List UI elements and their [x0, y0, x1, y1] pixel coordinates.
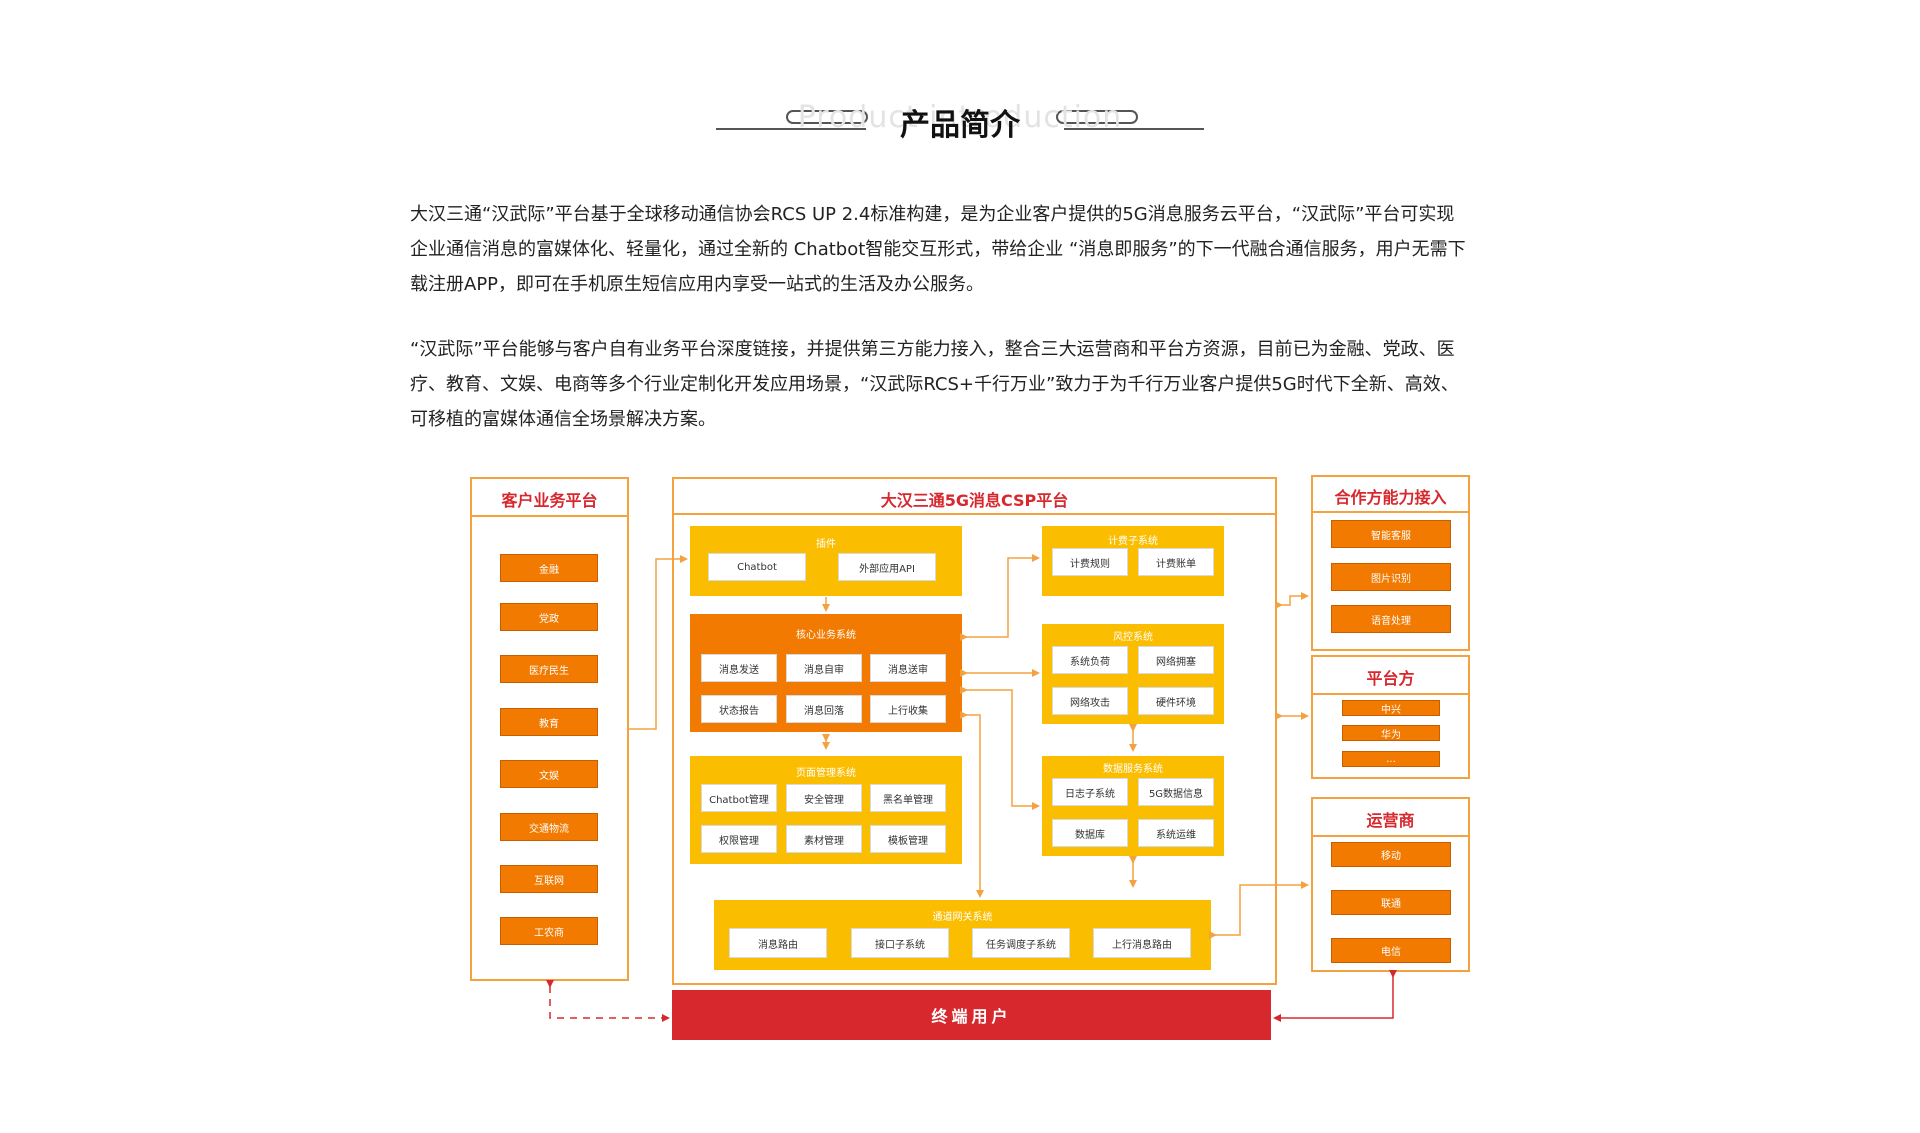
page-item-material-mgmt: 素材管理 — [786, 825, 862, 853]
title-english-watermark: Product introduction — [797, 100, 1123, 135]
core-business-title: 核心业务系统 — [796, 630, 856, 641]
core-item-self-review: 消息自审 — [786, 654, 862, 682]
panel-divider — [1313, 835, 1468, 837]
title-decor-line-right — [1064, 128, 1204, 130]
gateway-title: 通道网关系统 — [932, 912, 993, 923]
partner-item-customer-service: 智能客服 — [1331, 520, 1451, 548]
panel-divider — [1313, 511, 1468, 513]
plugin-item-external-api: 外部应用API — [838, 553, 936, 581]
plugin-title: 插件 — [816, 539, 836, 550]
customer-item-logistics: 交通物流 — [500, 813, 598, 841]
page-item-template-mgmt: 模板管理 — [870, 825, 946, 853]
customer-platform-title: 客户业务平台 — [501, 491, 598, 510]
page-item-chatbot-mgmt: Chatbot管理 — [701, 784, 777, 812]
billing-item-rules: 计费规则 — [1052, 548, 1128, 576]
data-item-ops: 系统运维 — [1138, 819, 1214, 847]
billing-box: 计费子系统 计费规则 计费账单 — [1042, 526, 1224, 596]
data-item-database: 数据库 — [1052, 819, 1128, 847]
customer-item-government: 党政 — [500, 603, 598, 631]
gateway-item-scheduler: 任务调度子系统 — [972, 928, 1070, 958]
customer-item-finance: 金融 — [500, 554, 598, 582]
customer-item-entertainment: 文娱 — [500, 760, 598, 788]
page-title: 产品简介 — [900, 108, 1020, 143]
customer-item-healthcare: 医疗民生 — [500, 655, 598, 683]
terminal-user-bar: 终端用户 — [672, 990, 1271, 1040]
risk-item-hardware: 硬件环境 — [1138, 687, 1214, 715]
intro-paragraph-1: 大汉三通“汉武际”平台基于全球移动通信协会RCS UP 2.4标准构建，是为企业… — [410, 204, 1466, 295]
gateway-item-routing: 消息路由 — [729, 928, 827, 958]
risk-control-box: 风控系统 系统负荷 网络拥塞 网络攻击 硬件环境 — [1042, 624, 1224, 724]
gateway-item-uplink-routing: 上行消息路由 — [1093, 928, 1191, 958]
page-management-box: 页面管理系统 Chatbot管理 安全管理 黑名单管理 权限管理 素材管理 模板… — [690, 756, 962, 864]
billing-title: 计费子系统 — [1108, 536, 1158, 547]
operators-title: 运营商 — [1366, 811, 1415, 830]
customer-item-internet: 互联网 — [500, 865, 598, 893]
title-decor-line-left — [716, 128, 866, 130]
gateway-item-interface: 接口子系统 — [851, 928, 949, 958]
title-decor-pill-right — [1056, 110, 1138, 124]
risk-item-attack: 网络攻击 — [1052, 687, 1128, 715]
panel-divider — [1313, 693, 1468, 695]
core-item-send: 消息发送 — [701, 654, 777, 682]
core-item-status-report: 状态报告 — [701, 695, 777, 723]
platform-item-more: ... — [1342, 751, 1440, 767]
title-decor-pill-left — [786, 110, 868, 124]
connector-customer-terminal — [546, 980, 670, 1022]
gateway-box: 通道网关系统 消息路由 接口子系统 任务调度子系统 上行消息路由 — [714, 900, 1211, 970]
connector-csp-partner — [1275, 592, 1309, 609]
page-item-blacklist-mgmt: 黑名单管理 — [870, 784, 946, 812]
intro-paragraph-2: “汉武际”平台能够与客户自有业务平台深度链接，并提供第三方能力接入，整合三大运营… — [410, 339, 1459, 430]
section-title: Product introduction 产品简介 — [0, 96, 1920, 156]
core-item-submit-review: 消息送审 — [870, 654, 946, 682]
data-service-title: 数据服务系统 — [1103, 764, 1163, 775]
partner-title: 合作方能力接入 — [1334, 488, 1447, 507]
page-management-title: 页面管理系统 — [796, 768, 856, 779]
billing-item-bills: 计费账单 — [1138, 548, 1214, 576]
partner-item-image-recognition: 图片识别 — [1331, 563, 1451, 591]
panel-divider — [674, 513, 1275, 515]
customer-item-education: 教育 — [500, 708, 598, 736]
page-item-permission-mgmt: 权限管理 — [701, 825, 777, 853]
platform-party-title: 平台方 — [1366, 669, 1415, 688]
operator-item-telecom: 电信 — [1331, 938, 1451, 963]
csp-platform-title: 大汉三通5G消息CSP平台 — [880, 491, 1069, 510]
data-item-5g-info: 5G数据信息 — [1138, 778, 1214, 806]
data-service-box: 数据服务系统 日志子系统 5G数据信息 数据库 系统运维 — [1042, 756, 1224, 856]
core-business-box: 核心业务系统 消息发送 消息自审 消息送审 状态报告 消息回落 上行收集 — [690, 614, 962, 732]
operator-item-unicom: 联通 — [1331, 890, 1451, 915]
core-item-fallback: 消息回落 — [786, 695, 862, 723]
platform-item-zte: 中兴 — [1342, 700, 1440, 716]
customer-item-industry: 工农商 — [500, 917, 598, 945]
operator-item-mobile: 移动 — [1331, 842, 1451, 867]
panel-divider — [472, 515, 627, 517]
page-item-security-mgmt: 安全管理 — [786, 784, 862, 812]
plugin-box: 插件 Chatbot 外部应用API — [690, 526, 962, 596]
core-item-uplink-collect: 上行收集 — [870, 695, 946, 723]
platform-item-huawei: 华为 — [1342, 725, 1440, 741]
risk-item-congestion: 网络拥塞 — [1138, 646, 1214, 674]
partner-item-voice-processing: 语音处理 — [1331, 605, 1451, 633]
plugin-item-chatbot: Chatbot — [708, 553, 806, 581]
risk-item-load: 系统负荷 — [1052, 646, 1128, 674]
connector-operators-terminal — [1273, 970, 1397, 1022]
data-item-log: 日志子系统 — [1052, 778, 1128, 806]
risk-control-title: 风控系统 — [1113, 632, 1153, 643]
